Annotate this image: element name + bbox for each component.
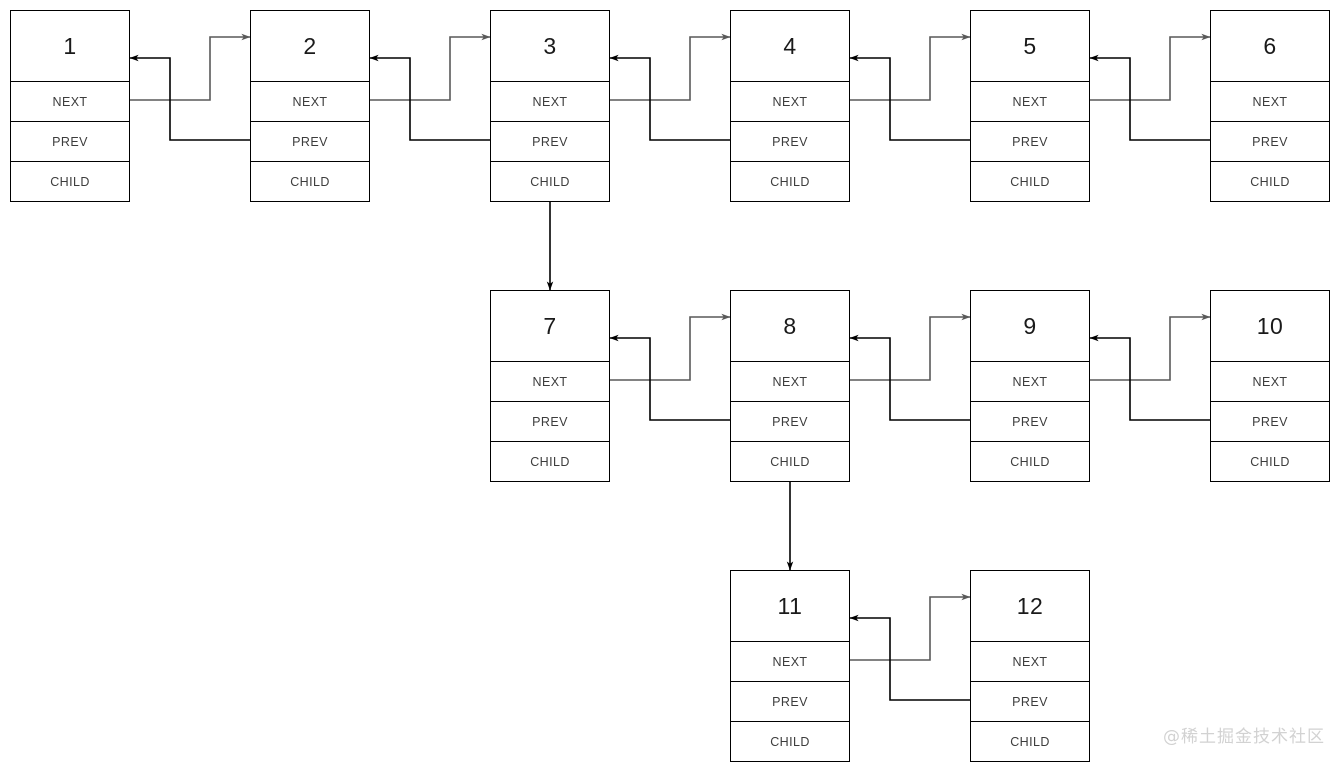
prev-link-3-to-2	[369, 54, 490, 141]
node-field-next: NEXT	[491, 81, 609, 121]
prev-link-5-to-4	[849, 54, 970, 141]
node-value: 10	[1256, 312, 1284, 339]
node-field-child: CHILD	[1211, 161, 1329, 201]
node-field-child: CHILD	[491, 161, 609, 201]
node-field-child: CHILD	[971, 441, 1089, 481]
node-field-child: CHILD	[731, 721, 849, 761]
node-field-next: NEXT	[1211, 361, 1329, 401]
node-field-prev: PREV	[971, 681, 1089, 721]
node-field-next: NEXT	[11, 81, 129, 121]
prev-link-8-to-7	[609, 334, 730, 421]
node-field-next: NEXT	[731, 361, 849, 401]
node-field-child: CHILD	[11, 161, 129, 201]
node-field-next: NEXT	[971, 361, 1089, 401]
node-field-child: CHILD	[731, 161, 849, 201]
node-field-prev: PREV	[491, 121, 609, 161]
node-field-prev: PREV	[1211, 401, 1329, 441]
node-field-prev: PREV	[731, 401, 849, 441]
next-link-5-to-6	[1090, 33, 1211, 101]
node-field-child: CHILD	[251, 161, 369, 201]
node-value: 2	[303, 32, 317, 59]
prev-link-12-to-11	[849, 614, 970, 701]
node-value: 3	[543, 32, 557, 59]
node-field-next: NEXT	[971, 641, 1089, 681]
node-value: 11	[777, 592, 803, 619]
node-value: 6	[1263, 32, 1277, 59]
node-field-prev: PREV	[731, 681, 849, 721]
next-link-8-to-9	[850, 313, 971, 381]
node-value: 8	[783, 312, 797, 339]
next-link-4-to-5	[850, 33, 971, 101]
watermark: @稀土掘金技术社区	[1163, 727, 1325, 747]
node-field-prev: PREV	[971, 401, 1089, 441]
node-value: 12	[1016, 592, 1044, 619]
next-link-11-to-12	[850, 593, 971, 661]
node-field-child: CHILD	[1211, 441, 1329, 481]
node-value: 7	[543, 312, 557, 339]
node-field-prev: PREV	[11, 121, 129, 161]
prev-link-9-to-8	[849, 334, 970, 421]
node-value: 9	[1023, 312, 1037, 339]
node-field-prev: PREV	[491, 401, 609, 441]
next-link-1-to-2	[130, 33, 251, 101]
node-field-next: NEXT	[251, 81, 369, 121]
next-link-7-to-8	[610, 313, 731, 381]
next-link-3-to-4	[610, 33, 731, 101]
prev-link-4-to-3	[609, 54, 730, 141]
node-field-child: CHILD	[971, 721, 1089, 761]
prev-link-2-to-1	[129, 54, 250, 141]
next-link-9-to-10	[1090, 313, 1211, 381]
node-field-next: NEXT	[1211, 81, 1329, 121]
node-field-next: NEXT	[731, 81, 849, 121]
node-field-next: NEXT	[491, 361, 609, 401]
node-field-prev: PREV	[971, 121, 1089, 161]
node-value: 1	[63, 32, 77, 59]
node-value: 4	[783, 32, 797, 59]
node-field-child: CHILD	[731, 441, 849, 481]
node-field-prev: PREV	[1211, 121, 1329, 161]
next-link-2-to-3	[370, 33, 491, 101]
node-value: 5	[1023, 32, 1037, 59]
node-field-child: CHILD	[971, 161, 1089, 201]
node-field-next: NEXT	[731, 641, 849, 681]
prev-link-10-to-9	[1089, 334, 1210, 421]
node-field-prev: PREV	[251, 121, 369, 161]
node-field-prev: PREV	[731, 121, 849, 161]
prev-link-6-to-5	[1089, 54, 1210, 141]
node-field-child: CHILD	[491, 441, 609, 481]
node-field-next: NEXT	[971, 81, 1089, 121]
